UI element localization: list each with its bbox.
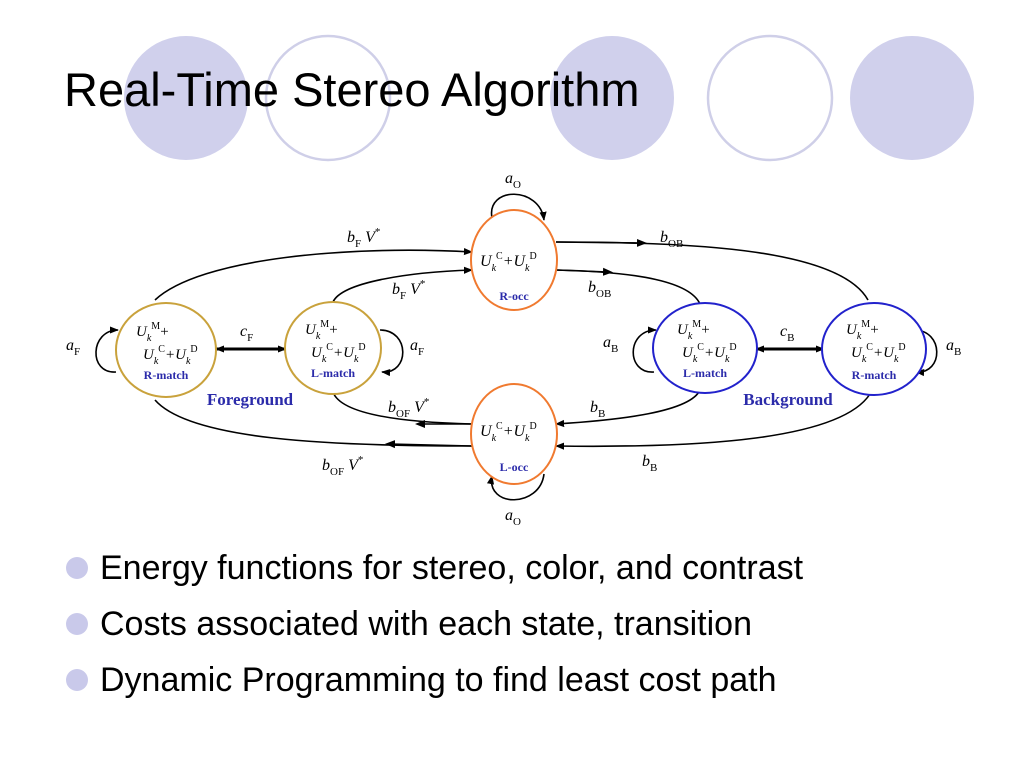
bullet-item: Dynamic Programming to find least cost p… <box>66 652 803 708</box>
edge-label-bf-outer: bF V* <box>347 226 380 250</box>
edge-label-af-right: aF <box>410 337 424 358</box>
node-formula-line1: UkM+ <box>677 319 710 342</box>
bullet-text: Dynamic Programming to find least cost p… <box>100 660 777 699</box>
bullet-text: Costs associated with each state, transi… <box>100 604 752 643</box>
edge-locc-to-fg-lmatch-arc <box>332 391 473 425</box>
edge-fg-rmatch-to-rocc <box>154 247 473 301</box>
node-formula-line2: UkC+UkD <box>311 342 366 365</box>
self-loop-rocc <box>490 193 547 221</box>
node-rocc: UkC+UkD R-occ <box>470 209 558 311</box>
node-label: R-match <box>852 368 897 382</box>
node-formula-line2: UkC+UkD <box>143 344 198 367</box>
node-label: R-occ <box>499 289 529 303</box>
node-fg-lmatch: UkM+ UkC+UkD L-match <box>284 301 382 395</box>
bullet-item: Costs associated with each state, transi… <box>66 596 803 652</box>
slide-title: Real-Time Stereo Algorithm <box>64 63 640 116</box>
edge-locc-to-fg-rmatch-arc <box>154 399 473 447</box>
node-formula-line1: UkM+ <box>846 319 879 342</box>
edge-label-ab-right: aB <box>946 337 961 358</box>
node-formula-line1: UkM+ <box>305 319 338 342</box>
node-formula-line2: UkC+UkD <box>682 342 737 365</box>
node-locc: UkC+UkD L-occ <box>470 383 558 485</box>
bullet-dot-icon <box>66 613 88 635</box>
node-bg-lmatch: UkM+ UkC+UkD L-match <box>652 302 758 394</box>
node-bg-rmatch: UkM+ UkC+UkD R-match <box>821 302 927 396</box>
edge-rocc-to-bg-lmatch-arc <box>555 269 701 305</box>
self-loop-fg-lmatch <box>379 329 404 377</box>
bullet-list: Energy functions for stereo, color, and … <box>66 540 803 708</box>
bullet-dot-icon <box>66 557 88 579</box>
edge-label-af-left: aF <box>66 337 80 358</box>
bullet-text: Energy functions for stereo, color, and … <box>100 548 804 587</box>
decor-circle-4 <box>706 34 834 162</box>
bullet-item: Energy functions for stereo, color, and … <box>66 540 803 596</box>
node-formula-line1: UkC+UkD <box>480 421 537 444</box>
edge-label-bof-outer: bOF V* <box>322 454 363 478</box>
bullet-dot-icon <box>66 669 88 691</box>
edge-bg-rmatch-to-locc <box>555 393 871 450</box>
group-label-foreground: Foreground <box>207 390 294 409</box>
node-label: L-occ <box>500 460 529 474</box>
decor-circle-1 <box>124 36 248 160</box>
decor-circle-5 <box>850 36 974 160</box>
edge-rocc-to-bg-rmatch-arc <box>555 241 869 301</box>
edge-bg-lmatch-to-locc <box>555 389 701 428</box>
edge-label-bob-inner: bOB <box>588 279 611 300</box>
edge-label-bb-inner: bB <box>590 399 605 420</box>
node-label: R-match <box>144 368 189 382</box>
self-loop-bg-lmatch <box>632 326 657 373</box>
edge-fg-lmatch-to-rocc <box>332 266 473 303</box>
edge-label-bof-inner: bOF V* <box>388 396 429 420</box>
edge-label-bf-inner: bF V* <box>392 278 425 302</box>
edge-label-ab-left: aB <box>603 334 618 355</box>
self-loop-locc <box>486 473 545 501</box>
node-fg-rmatch: UkM+ UkC+UkD R-match <box>115 302 217 398</box>
decor-circle-2 <box>264 34 392 162</box>
edge-label-ao-top: aO <box>505 170 521 191</box>
node-label: L-match <box>683 366 727 380</box>
edge-label-bb-outer: bB <box>642 453 657 474</box>
edge-label-cf: cF <box>240 323 253 344</box>
edge-label-ao-bottom: aO <box>505 507 521 528</box>
self-loop-fg-rmatch <box>95 326 119 373</box>
edge-label-bob-outer: bOB <box>660 229 683 250</box>
node-label: L-match <box>311 366 355 380</box>
node-formula-line1: UkC+UkD <box>480 251 537 274</box>
node-formula-line1: UkM+ <box>136 321 169 344</box>
node-formula-line2: UkC+UkD <box>851 342 906 365</box>
decor-circle-3 <box>550 36 674 160</box>
edge-label-cb: cB <box>780 323 794 344</box>
decorative-circles <box>124 34 974 162</box>
group-label-background: Background <box>743 390 833 409</box>
